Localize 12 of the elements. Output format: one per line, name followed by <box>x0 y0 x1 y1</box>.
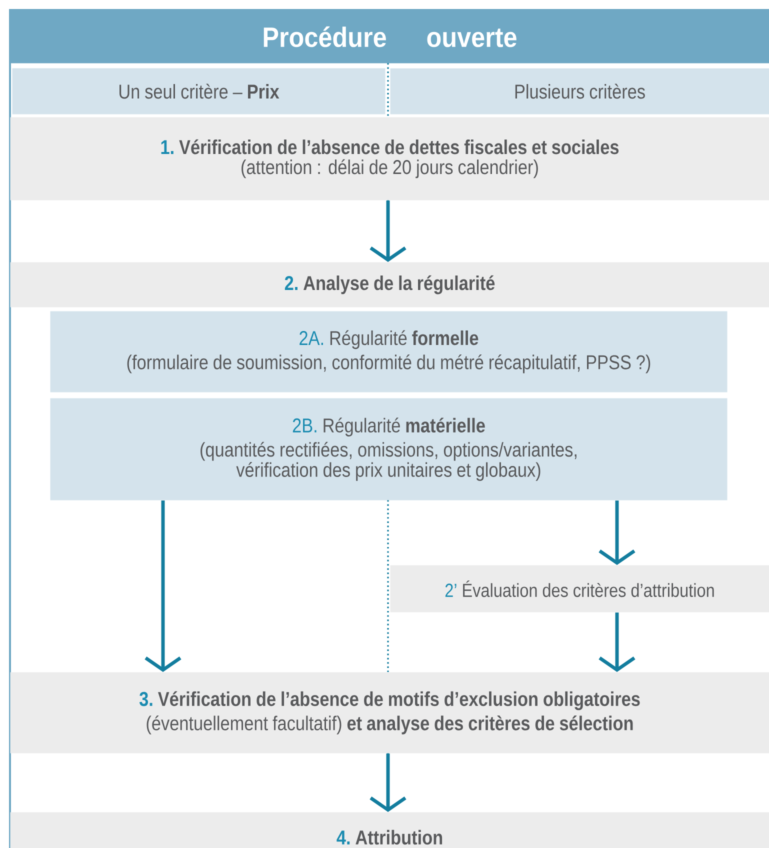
step-band: 3. Vérification de l’absence de motifs d’exclusion obligatoires (éventuellement facultatif) et analyse des critères de sélection <box>10 672 769 754</box>
step-band: 1. Vérification de l’absence de dettes fiscales et sociales (attention : délai de 20 jours calendrier) <box>10 117 769 200</box>
sub-step-band: 2A. Régularité formelle (formulaire de soumission, conformité du métré récapitulatif, PPSS ?) <box>50 311 728 392</box>
step-band: 2. Analyse de la régularité <box>10 262 769 308</box>
step-band: 4. Attribution <box>10 812 769 848</box>
node-label: Procédure ouverte <box>264 26 516 48</box>
title-band: Procédure ouverte <box>10 10 769 64</box>
column-header: Plusieurs critères <box>390 68 769 114</box>
sub-step-band: 2’ Évaluation des critères d’attribution <box>390 565 769 612</box>
column-header: Un seul critère – Prix <box>12 68 386 114</box>
arrow <box>144 500 182 672</box>
sub-step-band: 2B. Régularité matérielle (quantités rectifiées, omissions, options/variantes, vérification des prix unitaires et globaux) <box>50 398 728 500</box>
